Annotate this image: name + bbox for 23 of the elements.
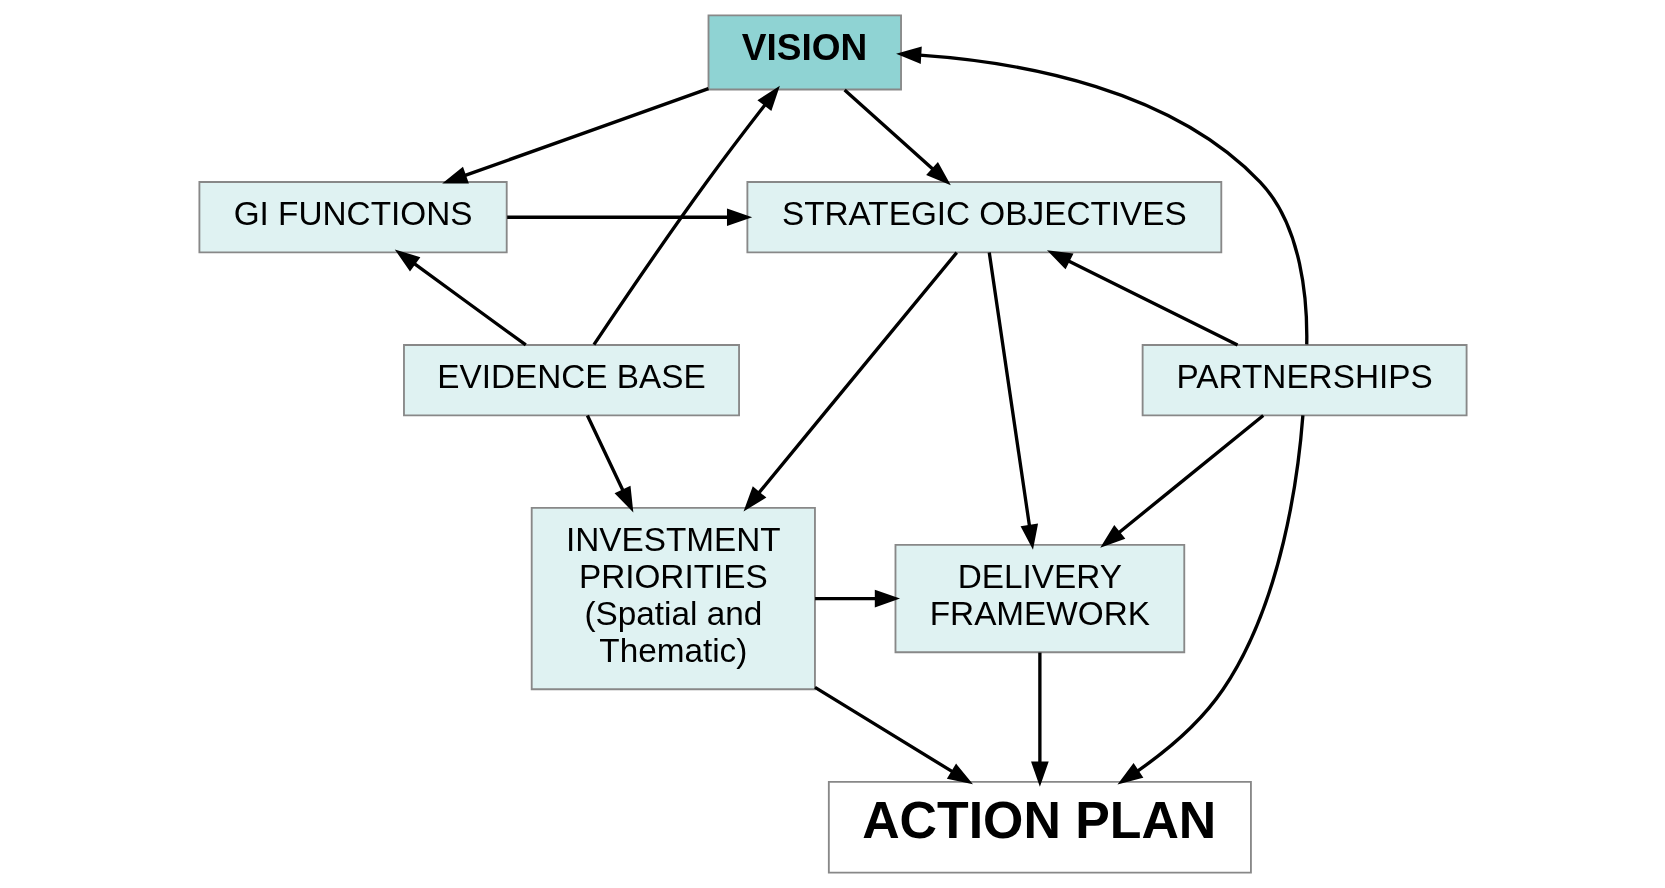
arrow <box>1099 414 1264 548</box>
arrow <box>814 589 900 608</box>
arrow <box>1030 652 1049 787</box>
arrow <box>895 46 1308 345</box>
arrow <box>1046 250 1238 347</box>
node-box: ACTION PLAN <box>827 780 1252 874</box>
node-box: VISION <box>707 14 902 91</box>
arrow <box>585 414 633 513</box>
arrow <box>987 252 1038 550</box>
arrow <box>394 249 527 347</box>
arrow <box>506 208 752 227</box>
arrow <box>813 686 973 785</box>
arrow <box>592 85 780 346</box>
node-box: PARTNERSHIPS <box>1141 344 1467 417</box>
node-box: STRATEGIC OBJECTIVES <box>745 181 1222 254</box>
node-box: EVIDENCE BASE <box>402 344 740 417</box>
arrow <box>1117 415 1305 785</box>
node-box: DELIVERY FRAMEWORK <box>894 543 1185 654</box>
arrow <box>743 251 958 512</box>
node-box: INVESTMENT PRIORITIES (Spatial and Thematic) <box>530 506 816 691</box>
arrow <box>441 87 709 184</box>
node-box: GI FUNCTIONS <box>198 181 508 254</box>
arrow <box>843 88 951 186</box>
